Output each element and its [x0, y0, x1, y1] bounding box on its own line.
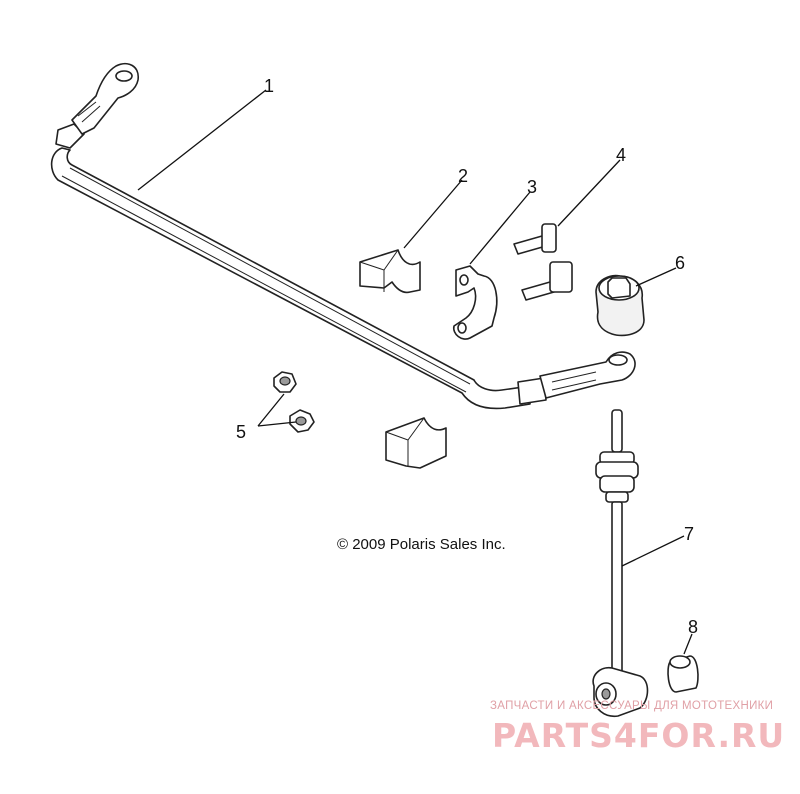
grommet: [595, 274, 645, 337]
bolt-lower: [521, 261, 573, 301]
callout-3: 3: [527, 177, 537, 197]
nut-upper: [273, 371, 297, 393]
mounting-bracket: [452, 265, 498, 340]
watermark-tagline: ЗАПЧАСТИ И АКСЕССУАРЫ ДЛЯ МОТОТЕХНИКИ: [490, 700, 774, 712]
callout-5: 5: [236, 422, 246, 442]
bushing-lower: [385, 417, 447, 469]
copyright-notice: © 2009 Polaris Sales Inc.: [337, 536, 506, 553]
link-rod: [592, 409, 649, 718]
leader-lines: [137, 89, 693, 655]
bushing-upper: [359, 249, 421, 294]
callout-6: 6: [675, 253, 685, 273]
callout-8: 8: [688, 617, 698, 637]
callout-7: 7: [684, 524, 694, 544]
spacer: [667, 655, 699, 693]
bolt-upper: [513, 223, 557, 255]
watermark-brand: PARTS4FOR.RU: [492, 716, 786, 755]
nut-lower: [289, 409, 315, 433]
callout-4: 4: [616, 145, 626, 165]
callout-2: 2: [458, 166, 468, 186]
stabilizer-bar: [50, 62, 636, 410]
callout-1: 1: [264, 76, 274, 96]
